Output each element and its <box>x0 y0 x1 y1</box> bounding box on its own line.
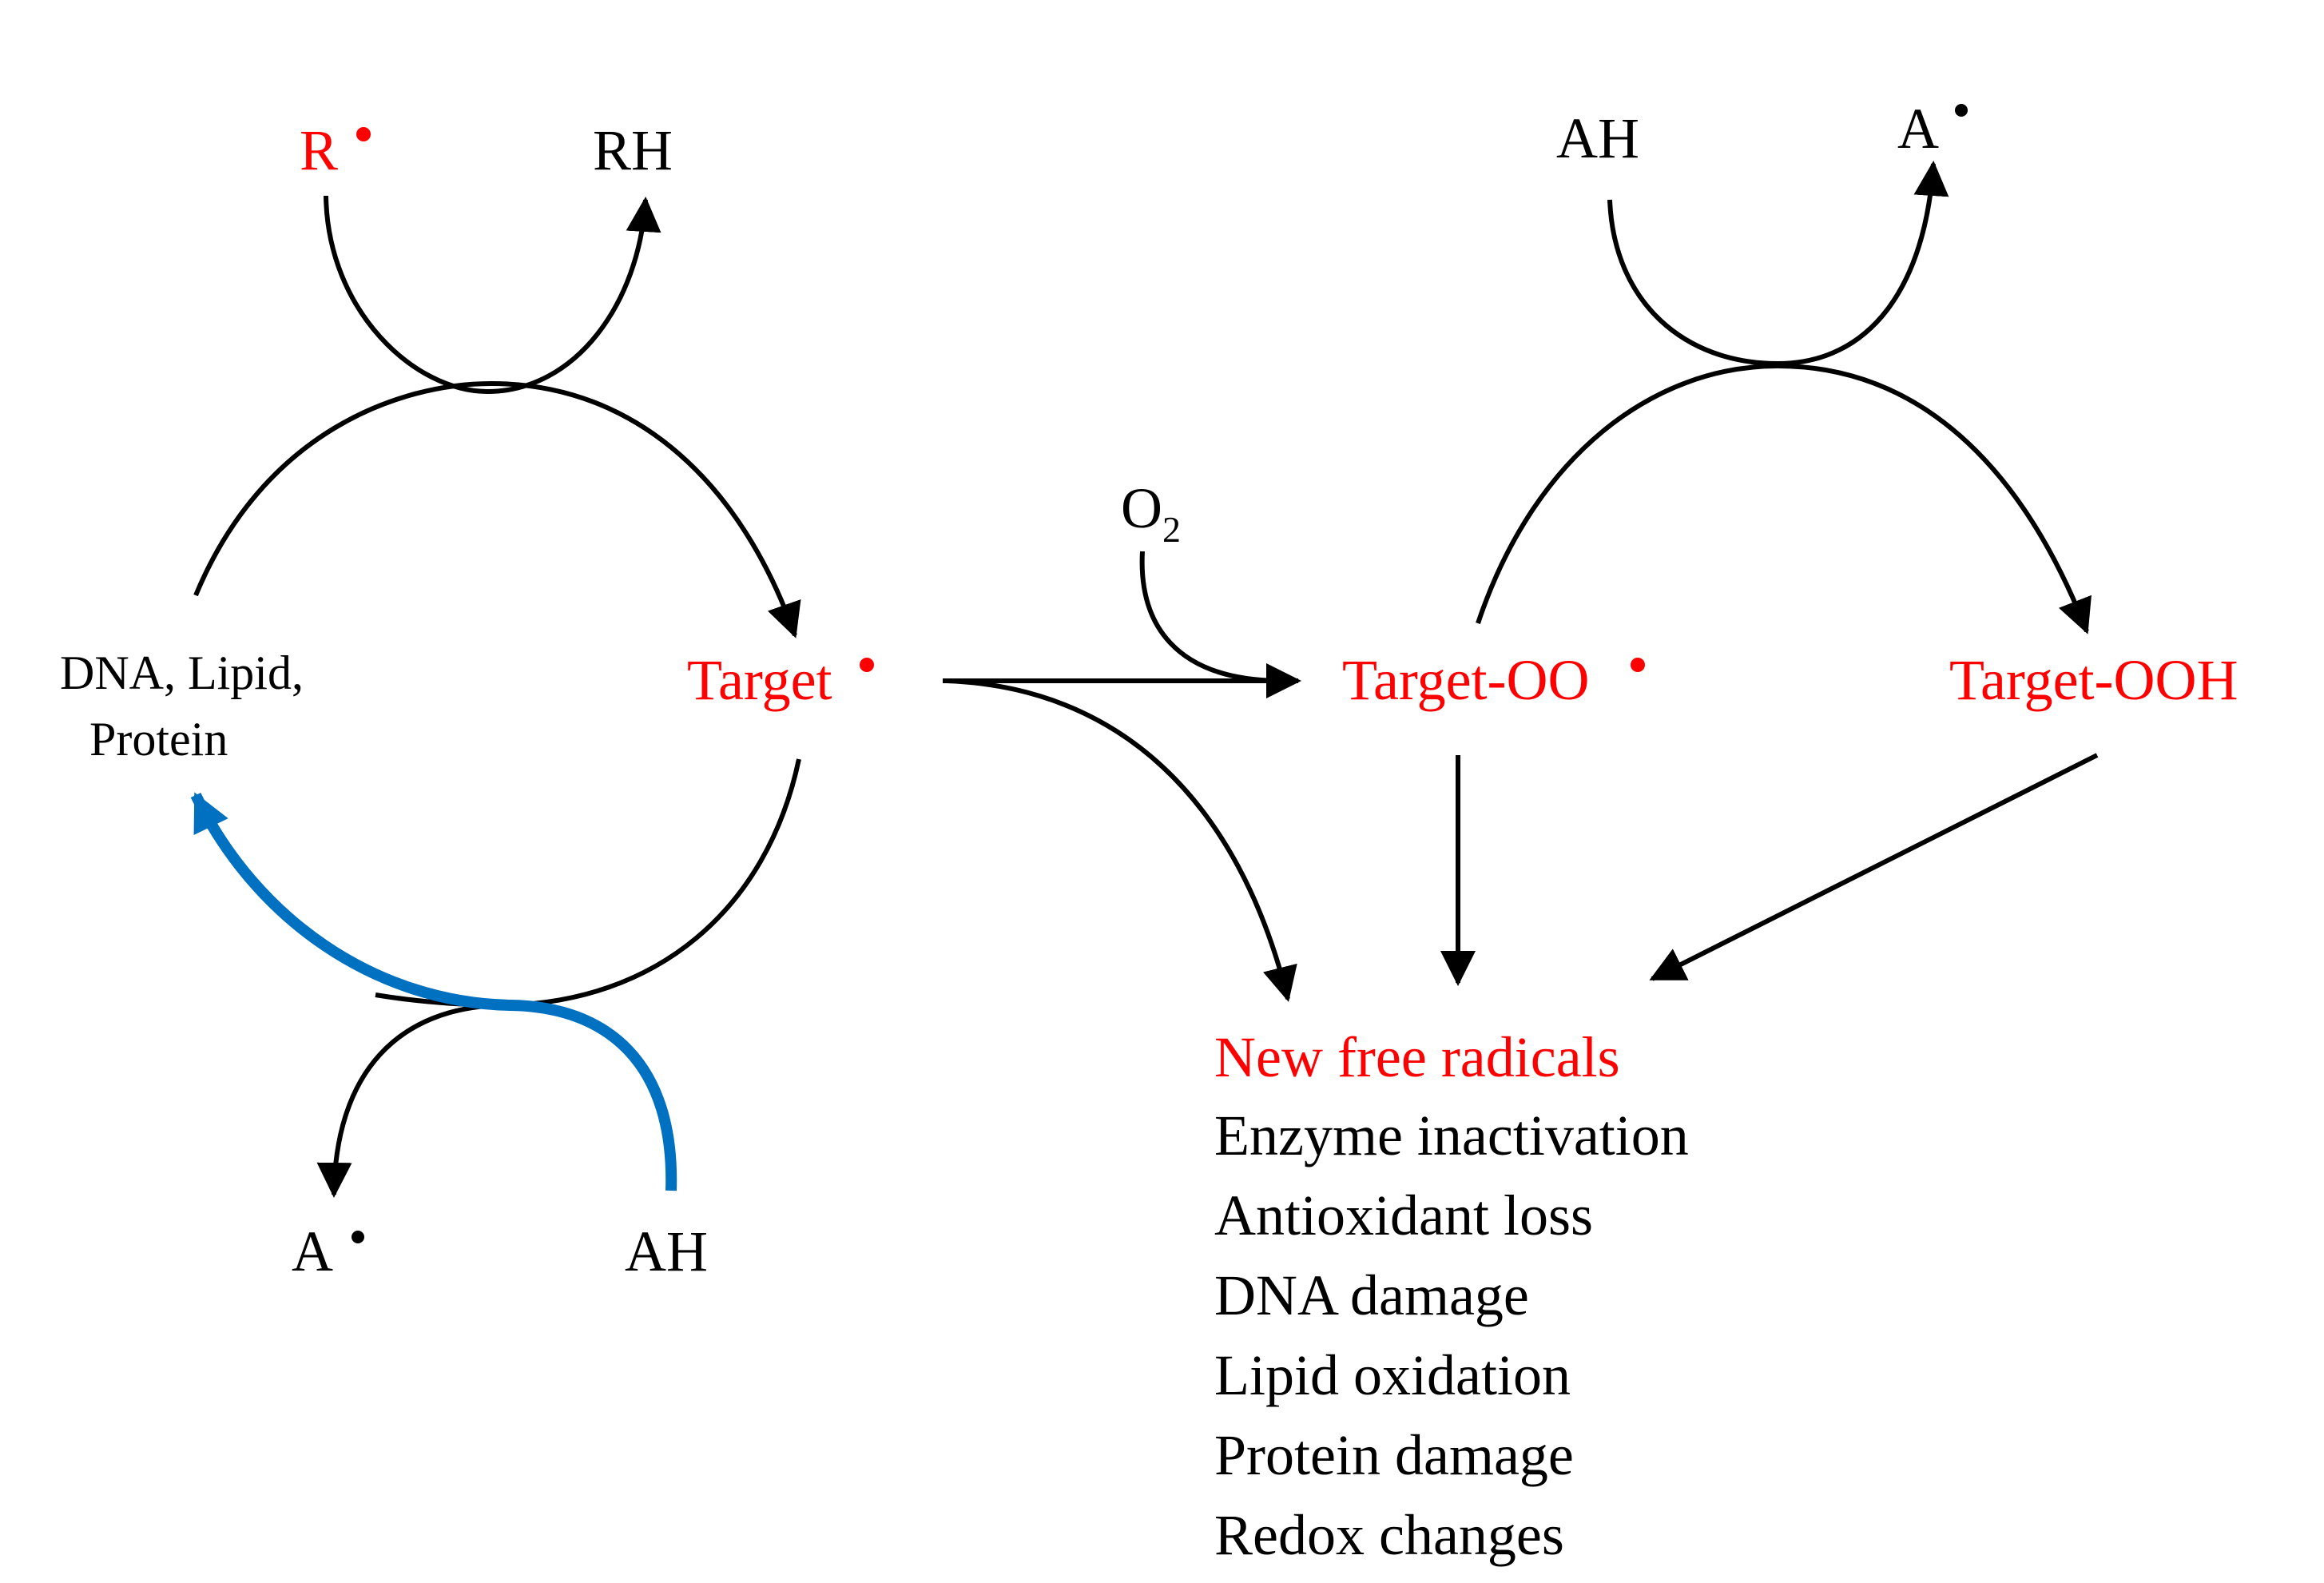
rh-label: RH <box>593 118 673 182</box>
targetooh-to-outcomes-arrow <box>1649 753 2099 981</box>
substrate-label-line2: Protein <box>89 713 228 766</box>
ah-regeneration-arrow <box>190 792 677 1191</box>
target-ooh-label: Target-OOH <box>1949 648 2239 712</box>
ah-to-a-radical-arrow <box>1607 161 1949 367</box>
new-free-radicals-label: New free radicals <box>1214 1025 1620 1089</box>
outcome-item: Enzyme inactivation <box>1214 1104 1689 1167</box>
target-radical-label: Target <box>687 648 832 712</box>
a-radical-top-label: A <box>1897 97 1939 161</box>
a-radical-top-dot <box>1955 104 1968 117</box>
outcome-item: Redox changes <box>1214 1503 1564 1567</box>
ah-bottom-label: AH <box>625 1219 708 1283</box>
target-radical-dot <box>860 658 874 672</box>
substrate-to-target-arrow <box>193 380 801 638</box>
outcome-item: Lipid oxidation <box>1214 1343 1571 1407</box>
target-oo-dot <box>1631 658 1645 672</box>
target-to-outcomes-arrow <box>946 678 1297 1002</box>
o2-label: O2 <box>1121 476 1181 550</box>
outcome-item: Antioxidant loss <box>1214 1183 1593 1247</box>
targetoo-to-targetooh-arrow <box>1476 363 2092 634</box>
target-bottom-arc <box>375 758 801 1008</box>
r-radical-label: R <box>300 118 338 182</box>
substrate-label-line1: DNA, Lipid, <box>60 646 304 699</box>
outcome-item: DNA damage <box>1214 1263 1529 1327</box>
a-radical-bottom-dot <box>352 1231 364 1243</box>
ah-top-label: AH <box>1556 106 1639 170</box>
target-oo-label: Target-OO <box>1342 648 1590 712</box>
o2-arrow <box>1139 551 1279 683</box>
a-radical-bottom-label: A <box>292 1219 333 1283</box>
outcome-item: Protein damage <box>1214 1423 1574 1487</box>
to-a-radical-arrow <box>316 1003 500 1198</box>
r-to-rh-arrow <box>324 195 661 395</box>
r-radical-dot <box>356 127 371 141</box>
